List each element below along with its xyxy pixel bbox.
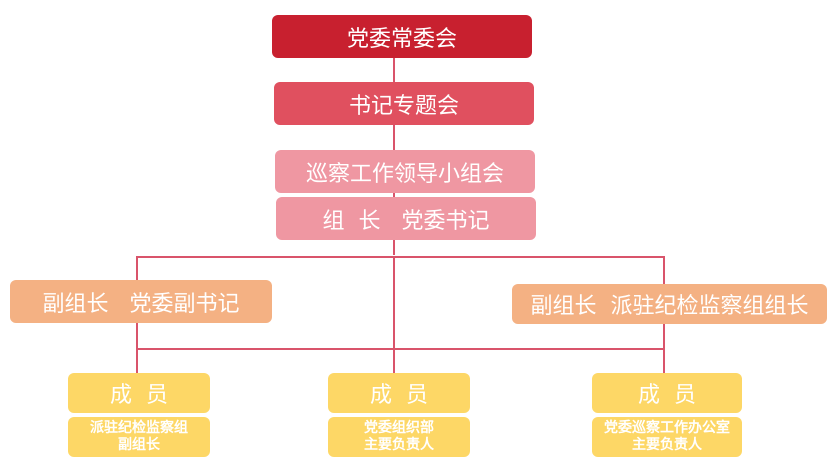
connector-right-drop: [663, 256, 665, 284]
leading-group-meeting-node: 巡察工作领导小组会: [275, 150, 535, 193]
standing-committee-node: 党委常委会: [272, 15, 532, 58]
member-desc-3-line1: 党委巡察工作办公室: [604, 420, 730, 436]
member-desc-1-line2: 副组长: [118, 437, 160, 453]
secretary-meeting-node: 书记专题会: [274, 82, 534, 125]
member-desc-2-line1: 党委组织部: [364, 420, 434, 436]
member-desc-3: 党委巡察工作办公室 主要负责人: [592, 417, 742, 457]
connector-center-down: [393, 256, 395, 374]
deputy-left-node: 副组长 党委副书记: [10, 280, 272, 323]
member-desc-1: 派驻纪检监察组 副组长: [68, 417, 210, 457]
member-title-2: 成 员: [328, 373, 470, 413]
member-desc-1-line1: 派驻纪检监察组: [90, 420, 188, 436]
member-desc-2-line2: 主要负责人: [364, 437, 434, 453]
member-title-1: 成 员: [68, 373, 210, 413]
connector-left-drop: [136, 256, 138, 280]
connector-lower-horizontal: [136, 348, 665, 350]
member-desc-2: 党委组织部 主要负责人: [328, 417, 470, 457]
member-desc-3-line2: 主要负责人: [632, 437, 702, 453]
group-leader-node: 组 长 党委书记: [276, 197, 536, 240]
connector-upper-horizontal: [136, 256, 665, 258]
deputy-right-node: 副组长 派驻纪检监察组组长: [512, 284, 827, 324]
member-title-3: 成 员: [592, 373, 742, 413]
